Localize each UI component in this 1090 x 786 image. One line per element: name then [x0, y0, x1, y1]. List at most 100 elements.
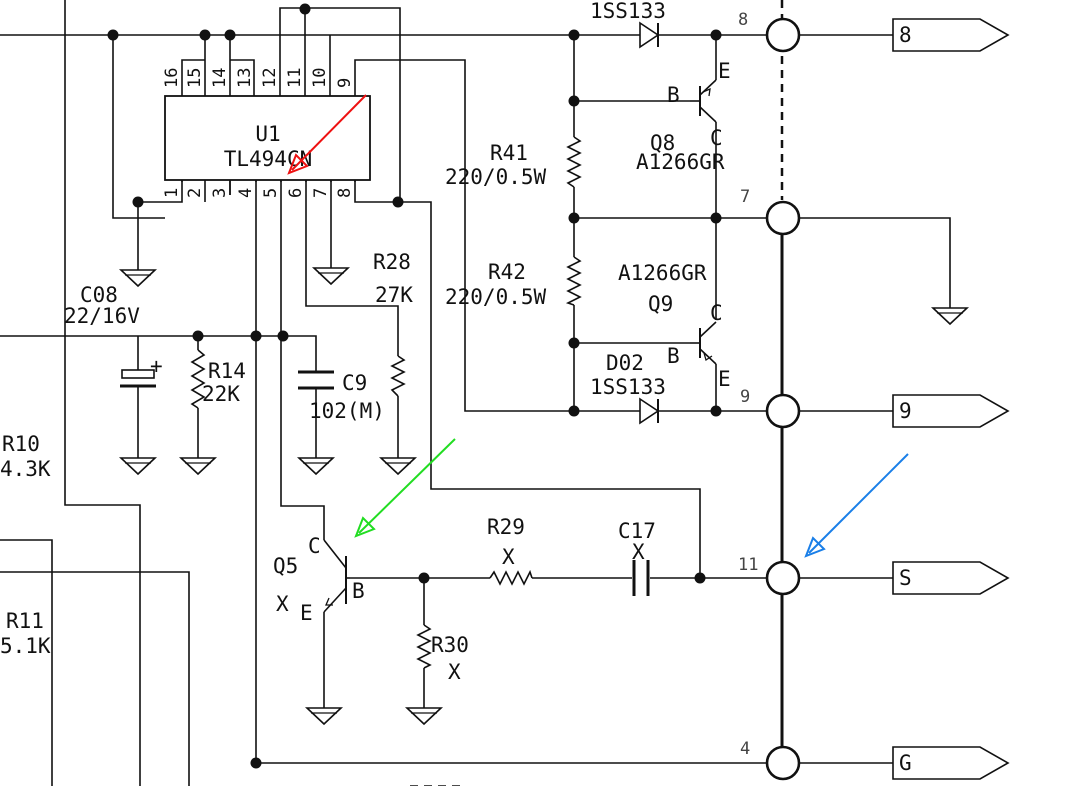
ground-icon	[306, 699, 342, 725]
c08-value: 22/16V	[64, 304, 140, 328]
pin-label-9: 9	[335, 78, 355, 88]
blue-arrow	[804, 453, 909, 558]
q9-c: C	[710, 301, 723, 325]
resistor-r11-label: R11 5.1K	[0, 609, 51, 658]
r29-ref: R29	[487, 515, 525, 539]
u1-part: TL494CN	[224, 147, 313, 171]
r14-value: 22K	[202, 382, 240, 406]
pin-number: 11	[738, 555, 758, 575]
r14-ref: R14	[208, 359, 246, 383]
q9-e: E	[718, 367, 731, 391]
connector-pin-9[interactable]: 9 9	[740, 387, 1010, 429]
connector-tag[interactable]	[892, 561, 1010, 595]
diode-top-part: 1SS133	[590, 0, 666, 23]
ground-icon	[120, 261, 156, 287]
transistor-q5[interactable]: B C E Q5 X	[273, 534, 365, 625]
resistor-r41[interactable]: R41 220/0.5W	[445, 136, 582, 189]
q5-value: X	[276, 592, 289, 616]
wires	[0, 0, 951, 786]
c08-ref: C08	[80, 283, 118, 307]
q9-part: A1266GR	[618, 261, 707, 285]
diode-top[interactable]: 1SS133	[590, 0, 666, 49]
u1-ic[interactable]: U1 TL494CN 16 15 14 13 12 11 10 9 1 2 3 …	[162, 68, 371, 202]
pin-label-11: 11	[285, 68, 305, 88]
connector-tag-label: 8	[899, 23, 912, 47]
capacitor-c9[interactable]: C9 102(M)	[298, 370, 385, 423]
c9-value: 102(M)	[309, 399, 385, 423]
capacitor-c17[interactable]: C17 X	[618, 519, 656, 596]
connector-pin-11[interactable]: 11 S	[738, 555, 1010, 596]
pin-number: 9	[740, 387, 750, 407]
d02-ref: D02	[606, 351, 644, 375]
capacitor-c08[interactable]: + C08 22/16V	[64, 283, 163, 388]
green-arrow	[354, 438, 456, 538]
ground-icon	[180, 449, 216, 475]
q9-b: B	[667, 344, 680, 368]
r28-ref: R28	[373, 250, 411, 274]
r30-ref: R30	[431, 633, 469, 657]
pin-label-10: 10	[310, 68, 330, 88]
ground-icon	[406, 699, 442, 725]
r10-ref: R10	[2, 432, 40, 456]
ground-icon	[313, 259, 349, 285]
pin-label-13: 13	[235, 68, 255, 88]
connector-pin-8[interactable]: 8 8	[738, 10, 1010, 53]
r10-value: 4.3K	[0, 457, 51, 481]
pin-label-4: 4	[236, 188, 256, 198]
q8-c: C	[710, 126, 723, 150]
ground-icon	[932, 299, 968, 325]
ground-icon	[380, 449, 416, 475]
connector-pin-4[interactable]: 4 G	[740, 739, 1010, 781]
pin-label-8: 8	[335, 188, 355, 198]
connector-tag-label: G	[899, 751, 912, 775]
resistor-r14[interactable]: R14 22K	[190, 349, 246, 409]
c08-polarity: +	[150, 354, 163, 378]
q5-b: B	[352, 579, 365, 603]
q8-ref: Q8	[650, 131, 675, 155]
r41-ref: R41	[490, 141, 528, 165]
r42-value: 220/0.5W	[445, 285, 547, 309]
ground-icon	[120, 449, 156, 475]
junctions	[107, 3, 722, 769]
r11-ref: R11	[6, 609, 44, 633]
u1-ref: U1	[255, 122, 280, 146]
ground-symbols	[120, 259, 968, 725]
diode-d02[interactable]: D02 1SS133	[590, 351, 666, 425]
ground-icon	[298, 449, 334, 475]
resistor-r29[interactable]: R29 X	[487, 515, 533, 586]
u1-pin-lines	[181, 70, 356, 202]
pin-number: 7	[740, 187, 750, 207]
connector-tag[interactable]	[892, 394, 1010, 428]
resistor-r28[interactable]: R28 27K	[373, 250, 413, 397]
r29-value: X	[502, 545, 515, 569]
pin-label-2: 2	[185, 188, 205, 198]
resistor-r10-label: R10 4.3K	[0, 432, 51, 481]
transistor-q9[interactable]: B C E Q9 A1266GR	[618, 261, 731, 391]
q9-ref: Q9	[648, 292, 673, 316]
resistor-r42[interactable]: R42 220/0.5W	[445, 256, 582, 309]
q8-b: B	[667, 83, 680, 107]
u1-top-pin-numbers: 16 15 14 13 12 11 10 9	[162, 68, 355, 88]
pin-label-14: 14	[210, 68, 230, 88]
u1-bottom-pin-numbers: 1 2 3 4 5 6 7 8	[162, 188, 355, 198]
transistor-q8[interactable]: B E C Q8 A1266GR	[636, 59, 731, 174]
resistor-r30[interactable]: R30 X	[416, 624, 469, 684]
q5-ref: Q5	[273, 554, 298, 578]
d02-part: 1SS133	[590, 375, 666, 399]
connector-pin-7[interactable]: 7	[740, 187, 801, 236]
pin-label-12: 12	[260, 68, 280, 88]
r41-value: 220/0.5W	[445, 165, 547, 189]
r30-value: X	[448, 660, 461, 684]
c9-ref: C9	[342, 371, 367, 395]
pin-label-15: 15	[185, 68, 205, 88]
pin-label-5: 5	[261, 188, 281, 198]
connector-tag[interactable]	[892, 18, 1010, 52]
pin-label-1: 1	[162, 188, 182, 198]
r42-ref: R42	[488, 260, 526, 284]
q8-part: A1266GR	[636, 150, 725, 174]
connector-tag-label: S	[899, 566, 912, 590]
pin-label-3: 3	[210, 188, 230, 198]
q5-c: C	[308, 534, 321, 558]
connector-tag[interactable]	[892, 746, 1010, 780]
